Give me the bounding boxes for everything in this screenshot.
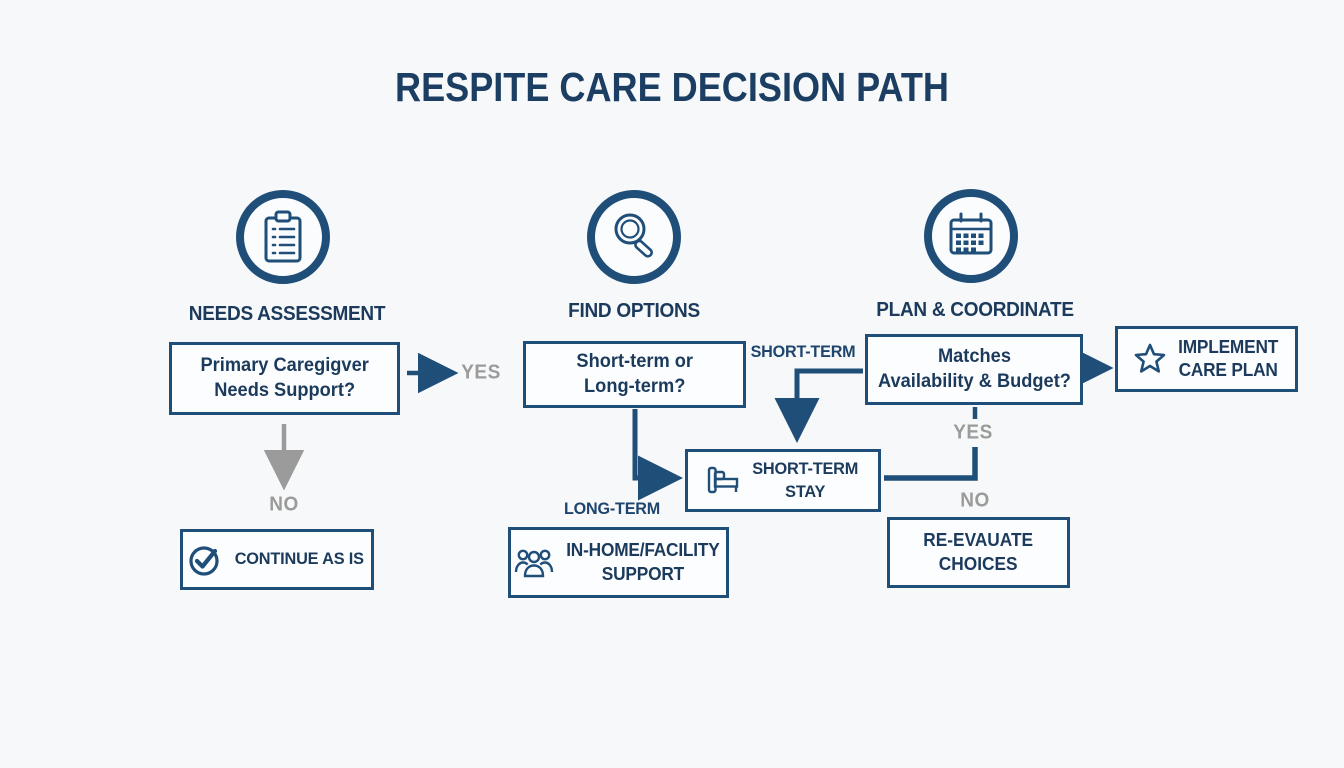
stage-circle-plan-coordinate: [924, 189, 1018, 283]
edge-label-yes1: YES: [461, 361, 501, 384]
page-title: RESPITE CARE DECISION PATH: [395, 64, 949, 110]
node-text-line: Short-term or: [576, 350, 693, 372]
node-text-line: Primary Caregigver: [200, 354, 369, 376]
node-label: CONTINUE AS IS: [234, 549, 365, 569]
stage-label-plan-coordinate: PLAN & COORDINATE: [876, 299, 1074, 321]
node-reevaluate-choices: RE-EVAUATE CHOICES: [887, 517, 1070, 588]
connector-yes2-elbow: [884, 447, 978, 481]
connector-longterm-elbow: [632, 409, 683, 501]
node-continue-as-is: CONTINUE AS IS: [180, 529, 374, 590]
node-text-line: Availability & Budget?: [877, 370, 1071, 392]
node-text-line: SUPPORT: [601, 563, 685, 584]
bed-icon: [705, 465, 741, 497]
node-text-line: IN-HOME/FACILITY: [566, 540, 720, 561]
node-matches-question: Matches Availability & Budget?: [865, 334, 1083, 405]
node-text-line: IMPLEMENT: [1177, 336, 1279, 357]
edge-label-yes2: YES: [953, 421, 993, 444]
node-text-line: SHORT-TERM: [752, 459, 859, 479]
node-in-home-facility-support: IN-HOME/FACILITY SUPPORT: [508, 527, 729, 598]
check-circle-icon: [187, 542, 223, 578]
people-icon: [514, 546, 554, 580]
node-text-line: CHOICES: [939, 553, 1018, 574]
node-duration-question: Short-term or Long-term?: [523, 341, 746, 408]
node-text-line: Matches: [937, 345, 1011, 367]
stage-label-needs-assessment: NEEDS ASSESSMENT: [188, 303, 386, 325]
node-text-line: Long-term?: [583, 375, 686, 397]
node-text-line: RE-EVAUATE: [923, 530, 1034, 551]
connector-shortterm-elbow: [774, 368, 863, 443]
magnifier-icon: [606, 208, 662, 266]
node-primary-caregiver-question: Primary Caregigver Needs Support?: [169, 342, 400, 415]
stage-circle-needs-assessment: [236, 190, 330, 284]
star-icon: [1133, 342, 1167, 376]
edge-label-short-term: SHORT-TERM: [750, 342, 856, 361]
stage-label-find-options: FIND OPTIONS: [568, 300, 700, 322]
node-implement-care-plan: IMPLEMENT CARE PLAN: [1115, 326, 1298, 392]
clipboard-icon: [255, 207, 311, 267]
edge-label-long-term: LONG-TERM: [563, 499, 661, 518]
node-text-line: STAY: [785, 481, 826, 501]
node-text-line: CARE PLAN: [1178, 360, 1278, 380]
node-short-term-stay: SHORT-TERM STAY: [685, 449, 881, 512]
calendar-icon: [942, 208, 1000, 264]
edge-label-no1: NO: [269, 493, 299, 516]
stage-circle-find-options: [587, 190, 681, 284]
edge-label-no2: NO: [960, 489, 990, 512]
node-text-line: Needs Support?: [214, 379, 355, 401]
